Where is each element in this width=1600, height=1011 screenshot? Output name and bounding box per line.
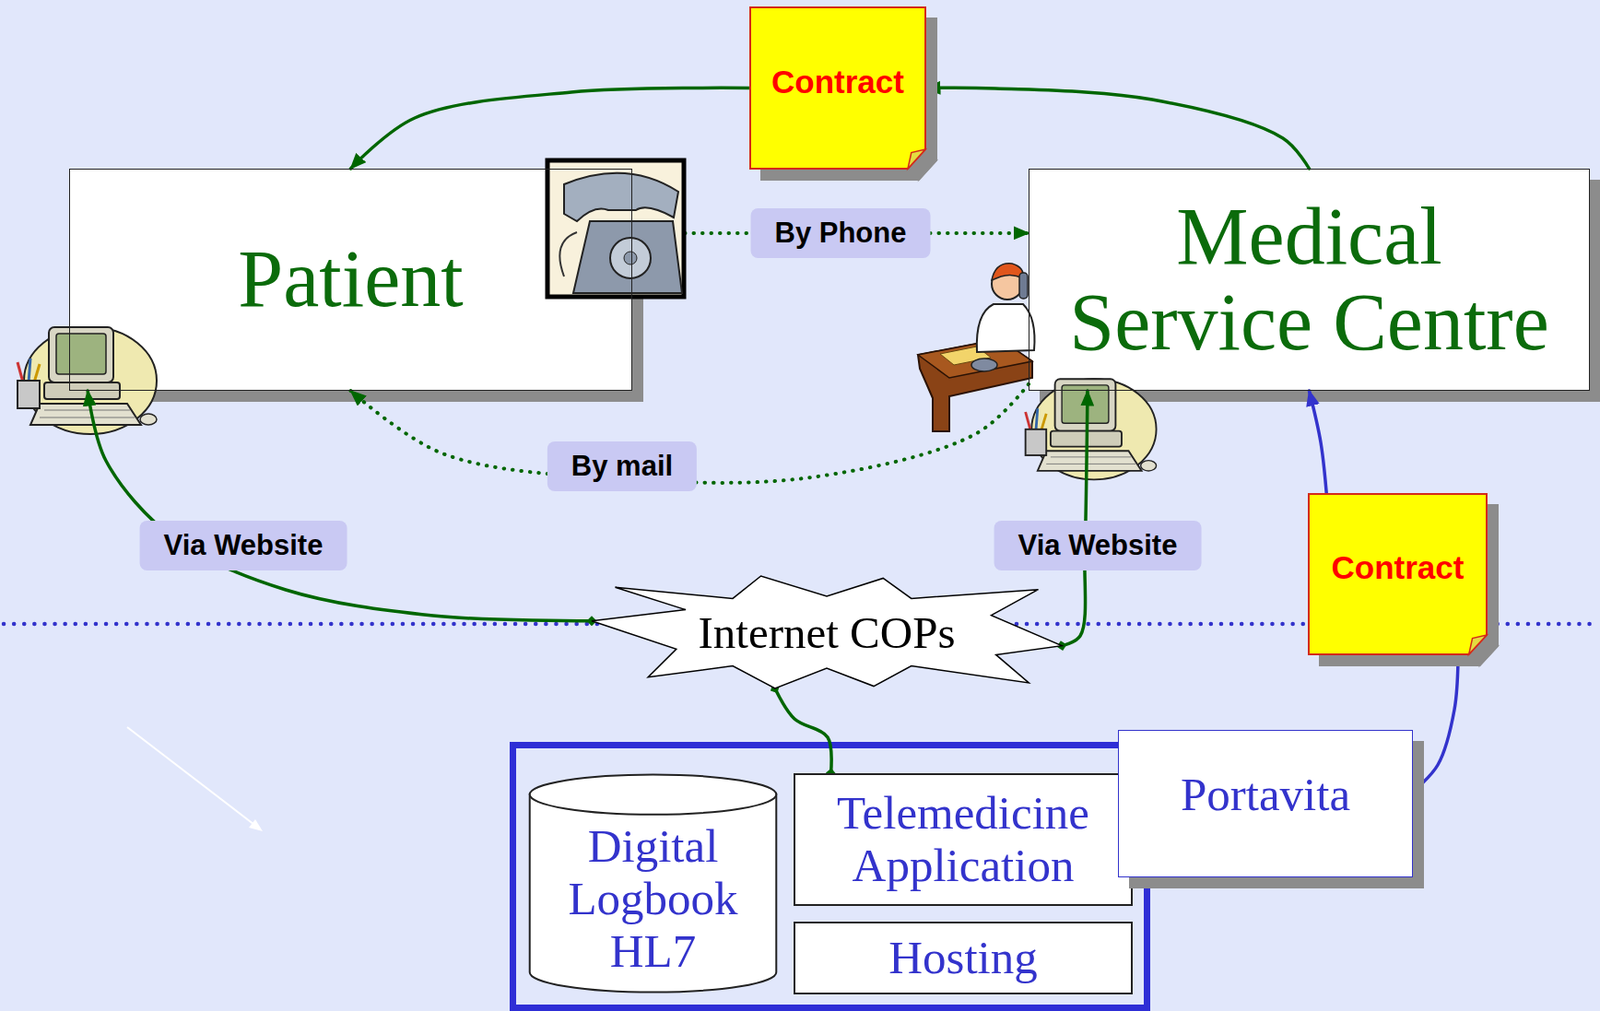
- connector: [87, 390, 592, 622]
- connector: [1309, 390, 1328, 495]
- node-label: Contract: [771, 63, 905, 101]
- edge-label: Via Website: [140, 520, 348, 571]
- box-fills: [69, 168, 1600, 402]
- node-label: Telemedicine Application: [804, 787, 1122, 893]
- connector: [775, 688, 832, 774]
- node-label: Medical Service Centre: [1051, 194, 1567, 365]
- connector: [925, 87, 1310, 169]
- network-starburst: Internet COPs: [591, 576, 1062, 689]
- edge-label: By mail: [547, 441, 697, 492]
- connector: [1061, 390, 1088, 647]
- pointer-arrow: [127, 727, 263, 832]
- node-label: Contract: [1331, 549, 1465, 587]
- connector: [351, 87, 752, 169]
- logbook-cylinder: Digital Logbook HL7: [527, 772, 779, 995]
- application-box: Telemedicine Application: [793, 773, 1133, 906]
- contract-note: Contract: [750, 7, 926, 169]
- box-fill: [1028, 168, 1590, 391]
- node-label: Hosting: [888, 931, 1038, 985]
- edge-label: Via Website: [994, 520, 1202, 571]
- node-label: Portavita: [1180, 767, 1351, 822]
- node-label: Patient: [237, 236, 463, 322]
- patient-box: Patient: [69, 168, 633, 391]
- node-label: Internet COPs: [698, 606, 956, 659]
- edge-label: By Phone: [751, 208, 931, 259]
- provider-box: Portavita: [1117, 729, 1413, 878]
- hosting-box: Hosting: [793, 921, 1133, 995]
- patient-computer-icon: [17, 327, 157, 435]
- telephone-icon: [547, 160, 684, 297]
- node-label: Digital Logbook HL7: [536, 820, 770, 978]
- system-frame: [513, 745, 1148, 1009]
- receptionist-figure: [917, 263, 1036, 432]
- centre-computer-icon: [1025, 378, 1157, 480]
- service-centre-box: Medical Service Centre: [1028, 168, 1590, 391]
- contract-note: Contract: [1308, 494, 1487, 655]
- connector: [1412, 654, 1459, 792]
